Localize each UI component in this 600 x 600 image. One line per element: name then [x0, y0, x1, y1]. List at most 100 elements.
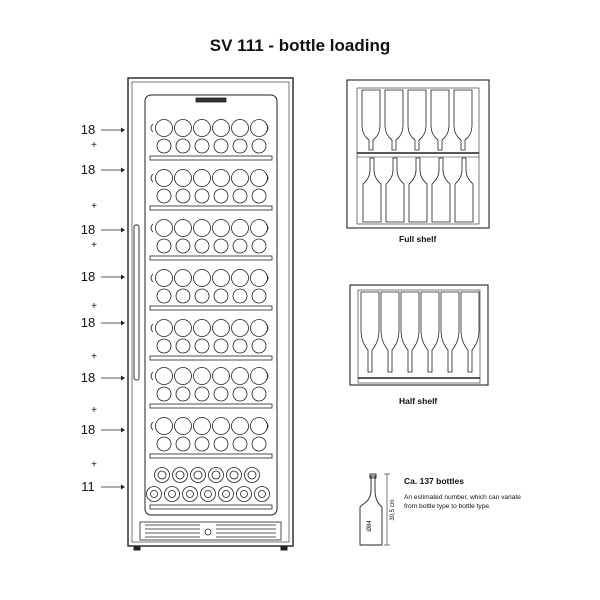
bottle-end — [175, 436, 191, 452]
bottle-end — [174, 119, 192, 137]
bottle-end — [213, 288, 229, 304]
bottle-end — [194, 288, 210, 304]
bottle-end — [175, 338, 191, 354]
bottle-end — [212, 219, 230, 237]
bottle-end — [156, 288, 172, 304]
bottle-end — [208, 467, 224, 483]
bottle-end — [155, 169, 173, 187]
bottle-end — [231, 319, 249, 337]
cabinet-shelf — [149, 417, 273, 459]
bottle-end — [232, 436, 248, 452]
bottle-end — [212, 169, 230, 187]
bottle-end — [212, 269, 230, 287]
bottle-end — [232, 138, 248, 154]
shelf-count: 11 — [81, 479, 95, 494]
bottle-end — [213, 436, 229, 452]
bottle-end — [212, 417, 230, 435]
bottle-end — [194, 386, 210, 402]
bottle-end — [250, 269, 268, 287]
cabinet-shelf — [149, 269, 273, 311]
bottle-end — [193, 417, 211, 435]
cabinet-bottom-shelf — [146, 467, 273, 510]
bottle — [430, 89, 450, 151]
bottle-end — [193, 119, 211, 137]
bottle-end — [213, 386, 229, 402]
cabinet-shelf — [149, 219, 273, 261]
bottle — [454, 157, 474, 223]
bottle-end — [231, 219, 249, 237]
bottle-end — [213, 238, 229, 254]
full-shelf-diagram — [346, 79, 490, 229]
bottle-end — [194, 188, 210, 204]
bottle-end — [251, 338, 267, 354]
bottle-height-label: 30,5 cm — [390, 499, 396, 520]
bottle-end — [193, 319, 211, 337]
bottle-end — [174, 269, 192, 287]
shelf-plus: + — [91, 140, 97, 151]
bottle-end — [193, 169, 211, 187]
bottle — [360, 291, 380, 373]
bottle-end — [250, 119, 268, 137]
door-handle — [133, 224, 140, 381]
bottle-end — [251, 238, 267, 254]
bottle-end — [174, 319, 192, 337]
bottle-end — [154, 467, 170, 483]
bottle-end — [194, 138, 210, 154]
bottle-end — [156, 138, 172, 154]
bottle-end — [231, 169, 249, 187]
bottle-end — [156, 436, 172, 452]
bottle-diameter-label: Ø84 — [367, 520, 373, 532]
bottle-end — [250, 319, 268, 337]
bottle-end — [155, 319, 173, 337]
bottle-end — [190, 467, 206, 483]
bottle-end — [251, 138, 267, 154]
shelf-count: 18 — [81, 269, 95, 284]
bottle-end — [251, 288, 267, 304]
bottle-end — [175, 188, 191, 204]
bottle-end — [194, 238, 210, 254]
bottle-end — [232, 338, 248, 354]
shelf-plus: + — [91, 460, 97, 471]
bottle-end — [155, 269, 173, 287]
cabinet-foot — [133, 545, 141, 551]
shelf-count: 18 — [81, 315, 95, 330]
bottle — [384, 89, 404, 151]
bottle-end — [174, 417, 192, 435]
bottle — [453, 89, 473, 151]
shelf-plus: + — [91, 201, 97, 212]
bottle — [400, 291, 420, 373]
bottle-end — [212, 367, 230, 385]
bottle-end — [155, 417, 173, 435]
bottle-end — [232, 238, 248, 254]
bottle-end — [251, 188, 267, 204]
shelf-count: 18 — [81, 122, 95, 137]
full-shelf-caption: Full shelf — [399, 234, 437, 244]
ventilation-grille — [139, 521, 282, 541]
wine-cabinet — [127, 77, 294, 551]
bottle — [440, 291, 460, 373]
bottle-end — [250, 417, 268, 435]
shelf-count: 18 — [81, 162, 95, 177]
shelf-plus: + — [91, 405, 97, 416]
shelf-count-labels: 18+18+18+18+18+18+18+11 — [81, 122, 125, 494]
cabinet-foot — [280, 545, 288, 551]
bottle-end — [174, 169, 192, 187]
bottle-end — [213, 338, 229, 354]
bottle-end — [155, 367, 173, 385]
bottle-end — [193, 367, 211, 385]
half-shelf-caption: Half shelf — [399, 396, 438, 406]
bottle-end — [200, 486, 216, 502]
bottle — [361, 89, 381, 151]
bottle-end — [218, 486, 234, 502]
bottle-end — [232, 288, 248, 304]
bottle-end — [213, 188, 229, 204]
bottle-end — [193, 269, 211, 287]
bottle-end — [231, 119, 249, 137]
bottle-end — [156, 338, 172, 354]
cabinet-shelf — [149, 169, 273, 211]
bottle-end — [175, 238, 191, 254]
bottle-end — [212, 319, 230, 337]
shelf-plus: + — [91, 352, 97, 363]
bottle — [420, 291, 440, 373]
